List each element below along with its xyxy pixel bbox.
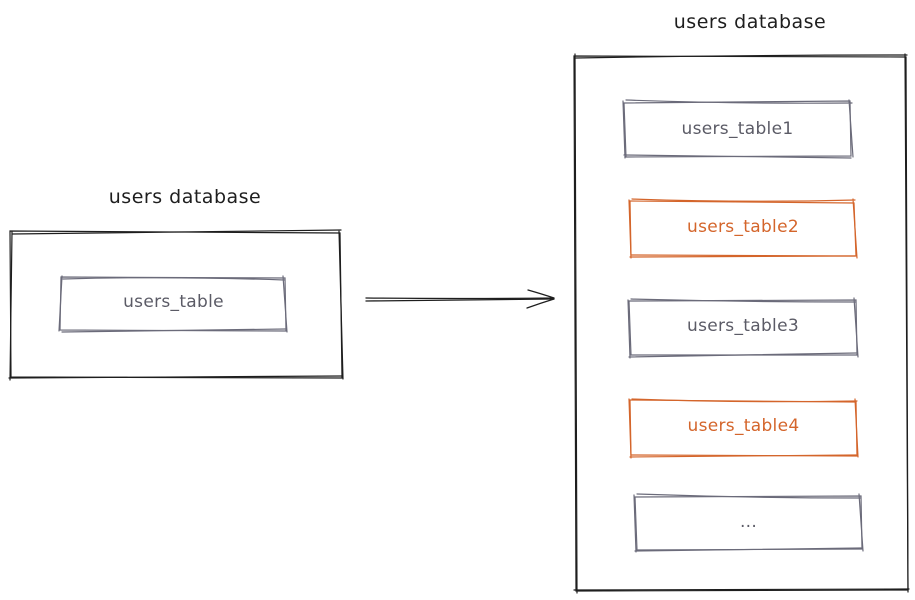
left-table-label: users_table	[123, 292, 224, 312]
right-table-box-4	[628, 398, 859, 459]
right-table-box-5	[633, 493, 864, 553]
right-database-title: users database	[673, 11, 827, 33]
right-table-label-4: users_table4	[687, 416, 800, 436]
right-table-label-3: users_table3	[687, 316, 799, 336]
right-table-label-5: ...	[739, 512, 758, 532]
right-table-box-2	[628, 198, 858, 259]
right-table-box-3	[627, 297, 859, 359]
left-database-box	[8, 229, 344, 381]
left-database-title: users database	[108, 186, 262, 208]
migration-arrow	[365, 289, 555, 309]
right-database-box	[573, 53, 910, 594]
right-table-label-2: users_table2	[687, 217, 799, 237]
right-table-box-1	[622, 99, 854, 159]
right-table-label-1: users_table1	[681, 119, 794, 139]
left-table-box	[58, 275, 288, 333]
